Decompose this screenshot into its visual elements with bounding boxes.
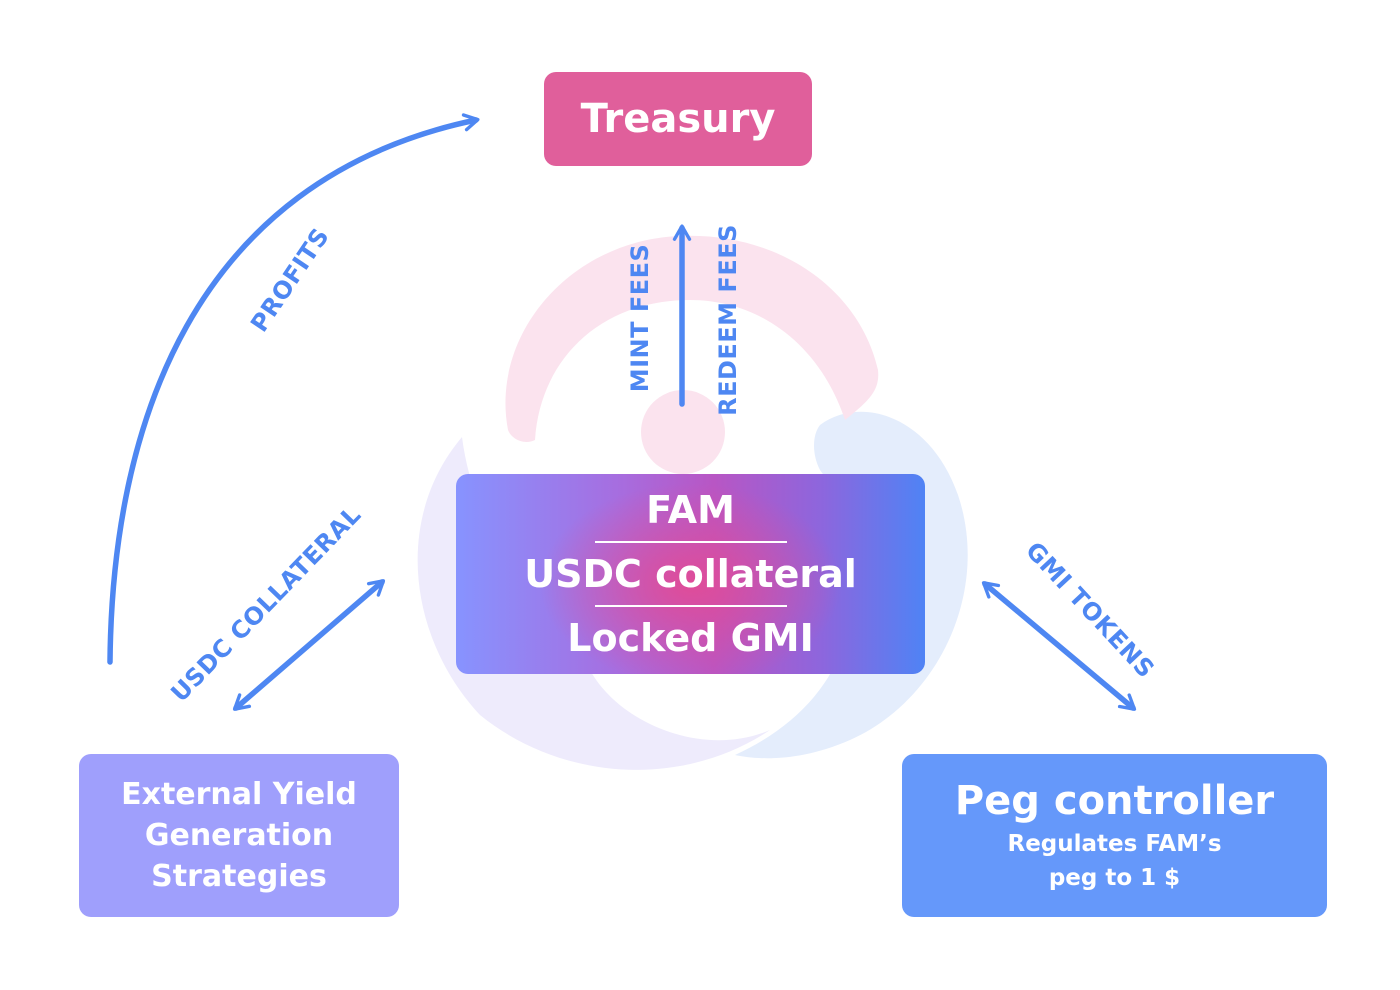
core-gmi-label: Locked GMI — [567, 616, 814, 660]
core-divider-2 — [594, 605, 787, 607]
yield-strategies-label: External Yield Generation Strategies — [121, 777, 357, 894]
mint-fees-label: MINT FEES — [626, 243, 654, 393]
fam-core-node: FAM USDC collateral Locked GMI — [456, 474, 925, 674]
yield-strategies-node: External Yield Generation Strategies — [79, 754, 399, 917]
core-divider-1 — [594, 541, 787, 543]
profits-arrow — [107, 113, 480, 665]
redeem-fees-label: REDEEM FEES — [714, 224, 742, 416]
gmi-tokens-arrow — [981, 581, 1137, 711]
peg-controller-node: Peg controller Regulates FAM’s peg to 1 … — [902, 754, 1327, 917]
logo-pink-dot — [641, 390, 725, 474]
peg-controller-subtitle: Regulates FAM’s peg to 1 $ — [1007, 830, 1222, 891]
treasury-node: Treasury — [544, 72, 812, 166]
peg-controller-title: Peg controller — [954, 777, 1275, 824]
core-usdc-label: USDC collateral — [524, 552, 857, 596]
core-fam-label: FAM — [646, 488, 735, 532]
treasury-label: Treasury — [580, 96, 776, 142]
logo-lavender-arc — [417, 437, 770, 770]
arrows — [107, 113, 1137, 711]
usdc-collateral-arrow — [232, 579, 386, 711]
logo-pink-arc — [505, 235, 879, 442]
